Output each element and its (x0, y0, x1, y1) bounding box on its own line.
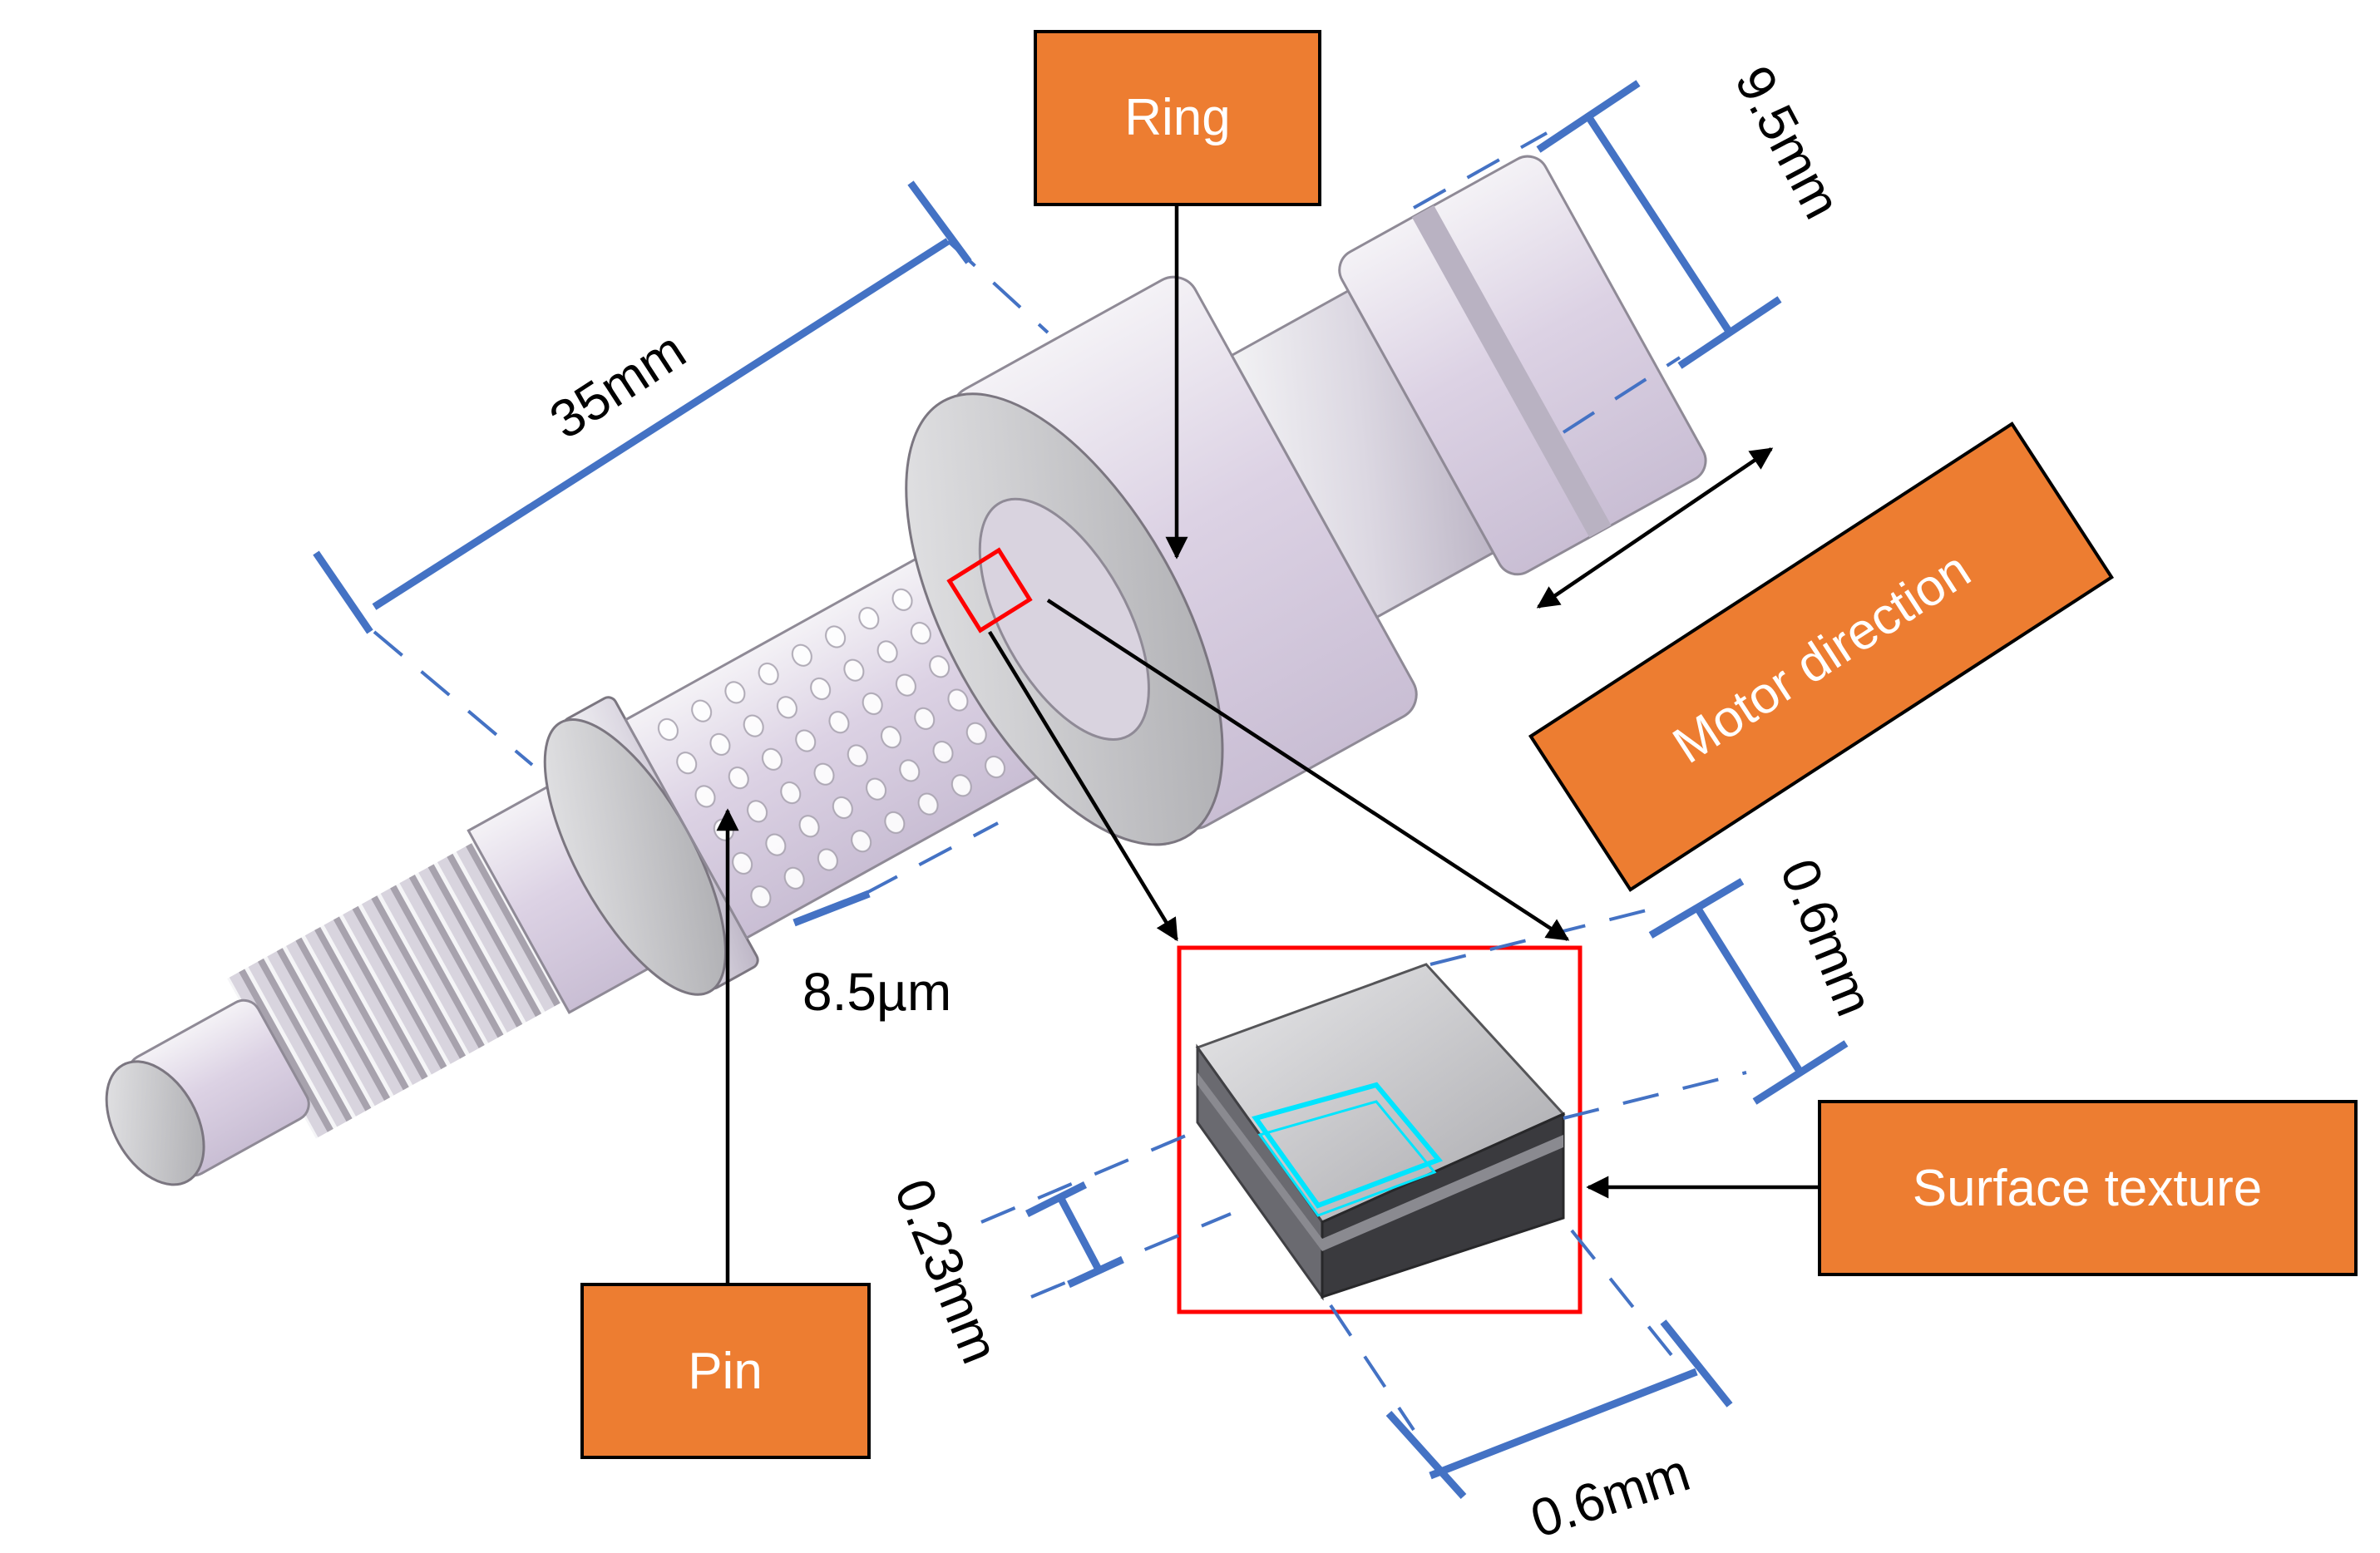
ring-bore (978, 497, 1150, 741)
inset-arrow-left (988, 630, 1178, 942)
ring-label: Ring (1034, 30, 1321, 206)
dimple-floor (1257, 1100, 1437, 1217)
pin-tip-face (105, 1060, 205, 1186)
dimension-0-23mm-label: 0.23mm (883, 1171, 1010, 1371)
pin-label: Pin (580, 1283, 871, 1459)
surface-texture-label: Surface texture (1818, 1100, 2358, 1276)
dimension-0-6mm-height-label: 0.6mm (1769, 850, 1885, 1023)
texture-highlight-marker (946, 547, 1033, 634)
cube-right-face (1321, 1112, 1565, 1299)
texture-cube (1195, 963, 1566, 1301)
dimension-8-5um: 8.5µm (793, 821, 999, 1022)
surface-texture-label-text: Surface texture (1913, 1160, 2262, 1217)
pin-threaded-end (227, 841, 564, 1139)
dimension-9-5mm-label: 9.5mm (1724, 57, 1853, 229)
inset-arrow-right (1046, 599, 1570, 941)
dimension-8-5um-label: 8.5µm (802, 962, 951, 1022)
ring-label-text: Ring (1124, 89, 1231, 146)
motor-direction-arrow (1536, 447, 1774, 609)
dimension-0-6mm-width-label: 0.6mm (1523, 1442, 1696, 1549)
dimension-35mm-label: 35mm (539, 320, 695, 451)
pin-label-text: Pin (688, 1343, 763, 1400)
cube-step (1197, 1072, 1563, 1251)
dimple-outline (1252, 1082, 1443, 1209)
